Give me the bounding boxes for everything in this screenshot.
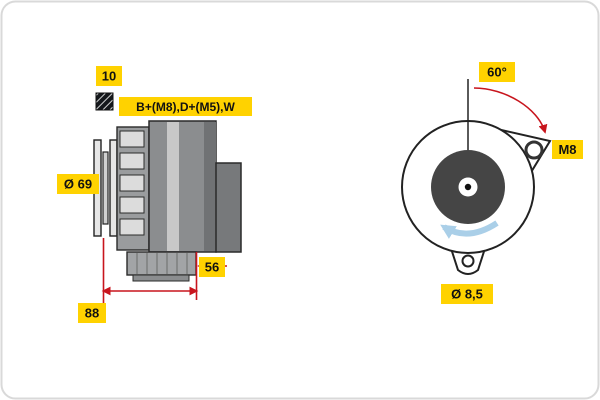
- foot-ridges: [136, 253, 188, 274]
- alternator-housing: [148, 120, 242, 253]
- angle-label-box: [479, 62, 515, 82]
- pulley-groove: [102, 151, 109, 225]
- foot-dimension-label: 56: [205, 260, 219, 275]
- bolt-label-box: [552, 140, 583, 159]
- length-dimension-label-box: [78, 303, 106, 323]
- m8-bolt-hole: [524, 140, 544, 160]
- rear-end-cover: [215, 162, 242, 253]
- hole-diameter-label: Ø 8,5: [451, 287, 483, 302]
- lug-hole: [461, 254, 475, 268]
- pulley-diameter-label: Ø 69: [64, 177, 92, 192]
- belt-width-label: 10: [102, 69, 116, 84]
- cooling-fin: [119, 196, 145, 214]
- hole-diameter-label-box: [441, 284, 493, 304]
- foot-dimension-label-box: [199, 257, 225, 277]
- cooling-fin: [119, 130, 145, 148]
- cooling-fin: [119, 174, 145, 192]
- side-view: 10 B+(M8),D+(M5),W Ø 69 56 88: [57, 66, 252, 323]
- pulley-flange-rear: [109, 139, 118, 237]
- housing-highlight-stripe: [167, 122, 179, 251]
- drive-end-bracket: [116, 126, 150, 251]
- length-dimension-label: 88: [85, 306, 99, 321]
- housing-shadow-stripe: [204, 122, 216, 251]
- angle-arc-arrow: [473, 87, 548, 134]
- rotation-direction-arrow: [440, 220, 499, 239]
- terminals-label: B+(M8),D+(M5),W: [136, 100, 235, 114]
- mounting-foot: [126, 251, 197, 282]
- terminals-label-box: [119, 97, 252, 116]
- bolt-label: M8: [558, 142, 576, 157]
- shaft-center-point: [464, 183, 472, 191]
- angle-label: 60°: [487, 65, 507, 80]
- foot-base-step: [132, 274, 190, 282]
- belt-width-label-box: [96, 66, 122, 86]
- belt-section-hatch-symbol: [95, 92, 114, 111]
- cooling-fin: [119, 152, 145, 170]
- cooling-fin: [119, 218, 145, 236]
- pulley-diameter-label-box: [57, 174, 99, 194]
- front-view: 60° M8 Ø 8,5: [401, 62, 583, 304]
